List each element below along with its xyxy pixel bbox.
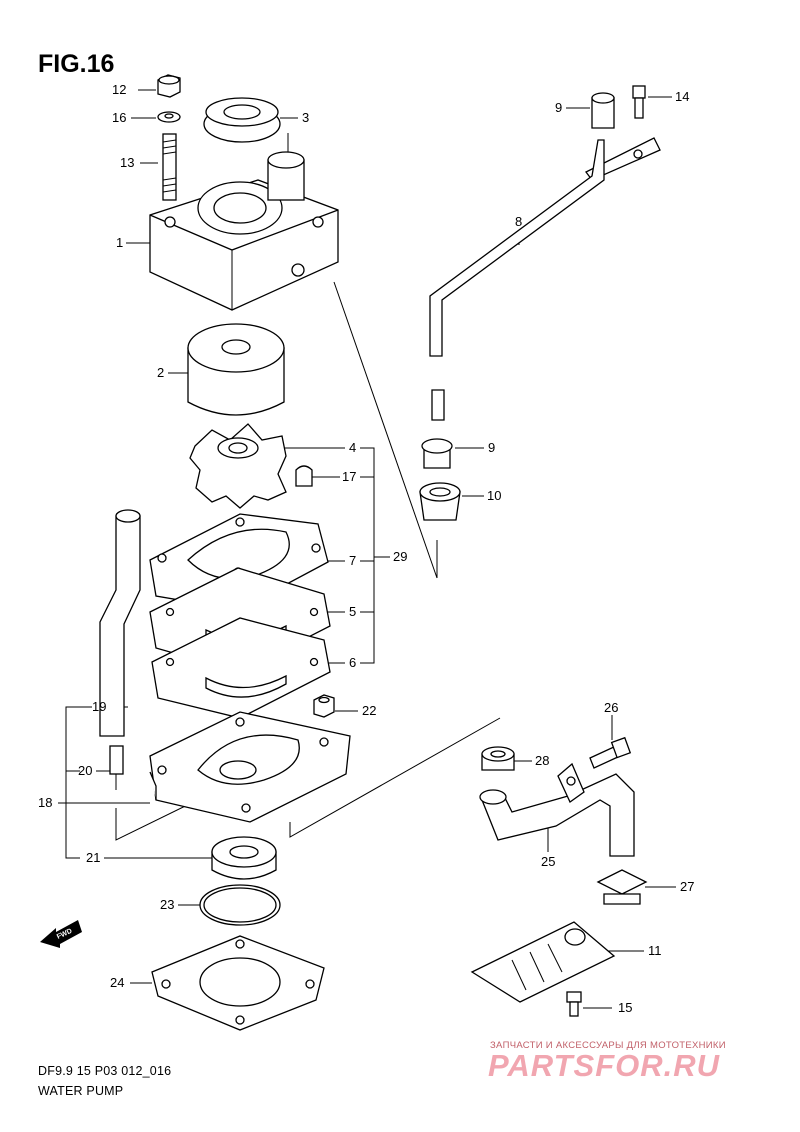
callout-11: 11 bbox=[648, 943, 662, 958]
figure-code: DF9.9 15 P03 012_016 bbox=[38, 1064, 172, 1078]
grommet-part-9-lower bbox=[421, 438, 453, 469]
callout-19: 19 bbox=[92, 699, 106, 714]
callout-12: 12 bbox=[112, 82, 126, 97]
callout-16: 16 bbox=[112, 110, 126, 125]
callout-21: 21 bbox=[86, 850, 100, 865]
callout-4: 4 bbox=[349, 440, 356, 455]
seal-part-3 bbox=[203, 97, 281, 143]
callout-6: 6 bbox=[349, 655, 356, 670]
grommet-part-27 bbox=[596, 869, 648, 905]
callout-28: 28 bbox=[535, 753, 549, 768]
oil-seal-part-21 bbox=[211, 836, 277, 880]
pump-case-part-1 bbox=[149, 151, 339, 311]
grommet-part-28 bbox=[481, 746, 515, 771]
callout-18: 18 bbox=[38, 795, 52, 810]
callout-17: 17 bbox=[342, 469, 356, 484]
stud-part-13 bbox=[162, 133, 177, 201]
key-part-17 bbox=[295, 465, 313, 487]
washer-part-16 bbox=[157, 111, 181, 123]
bolt-part-26 bbox=[589, 736, 632, 769]
callout-10: 10 bbox=[487, 488, 501, 503]
callout-29: 29 bbox=[393, 549, 407, 564]
plate-part-11 bbox=[470, 921, 616, 1003]
nozzle-part-20 bbox=[109, 745, 124, 790]
gasket-part-6 bbox=[151, 617, 331, 719]
nut-part-12 bbox=[157, 74, 181, 98]
watermark-tagline: ЗАПЧАСТИ И АКСЕССУАРЫ ДЛЯ МОТОТЕХНИКИ bbox=[490, 1040, 726, 1051]
callout-9-lower: 9 bbox=[488, 440, 495, 455]
callout-5: 5 bbox=[349, 604, 356, 619]
callout-25: 25 bbox=[541, 854, 555, 869]
callout-20: 20 bbox=[78, 763, 92, 778]
screw-part-15 bbox=[566, 991, 582, 1017]
callout-14: 14 bbox=[675, 89, 689, 104]
grommet-part-9-top bbox=[591, 92, 615, 129]
pump-housing-part-18 bbox=[149, 711, 351, 823]
callout-3: 3 bbox=[302, 110, 309, 125]
gasket-part-7 bbox=[149, 513, 329, 611]
callout-labels: 12 16 13 1 2 3 4 17 7 5 6 29 9 14 8 9 10… bbox=[38, 82, 694, 1015]
callout-24: 24 bbox=[110, 975, 124, 990]
callout-13: 13 bbox=[120, 155, 134, 170]
callout-23: 23 bbox=[160, 897, 174, 912]
watermark-brand: PARTSFOR.RU bbox=[488, 1048, 721, 1083]
o-ring-part-23 bbox=[199, 884, 281, 926]
figure-title: FIG.16 bbox=[38, 50, 115, 78]
impeller-part-4 bbox=[189, 423, 287, 509]
forward-arrow-icon: FWD bbox=[40, 920, 82, 948]
nut-part-22 bbox=[313, 694, 335, 718]
callout-9-top: 9 bbox=[555, 100, 562, 115]
gasket-part-24 bbox=[151, 935, 325, 1031]
callout-27: 27 bbox=[680, 879, 694, 894]
outlet-pipe-part-25 bbox=[479, 762, 635, 857]
figure-name: WATER PUMP bbox=[38, 1084, 124, 1098]
bolt-part-14 bbox=[632, 85, 646, 119]
callout-1: 1 bbox=[116, 235, 123, 250]
callout-2: 2 bbox=[157, 365, 164, 380]
callout-8: 8 bbox=[515, 214, 522, 229]
callout-15: 15 bbox=[618, 1000, 632, 1015]
callout-7: 7 bbox=[349, 553, 356, 568]
water-tube-part-8 bbox=[429, 137, 661, 421]
callout-22: 22 bbox=[362, 703, 376, 718]
cap-part-10 bbox=[419, 482, 461, 521]
impeller-liner-part-2 bbox=[187, 323, 285, 416]
callout-26: 26 bbox=[604, 700, 618, 715]
water-tube-part-19 bbox=[99, 509, 141, 737]
